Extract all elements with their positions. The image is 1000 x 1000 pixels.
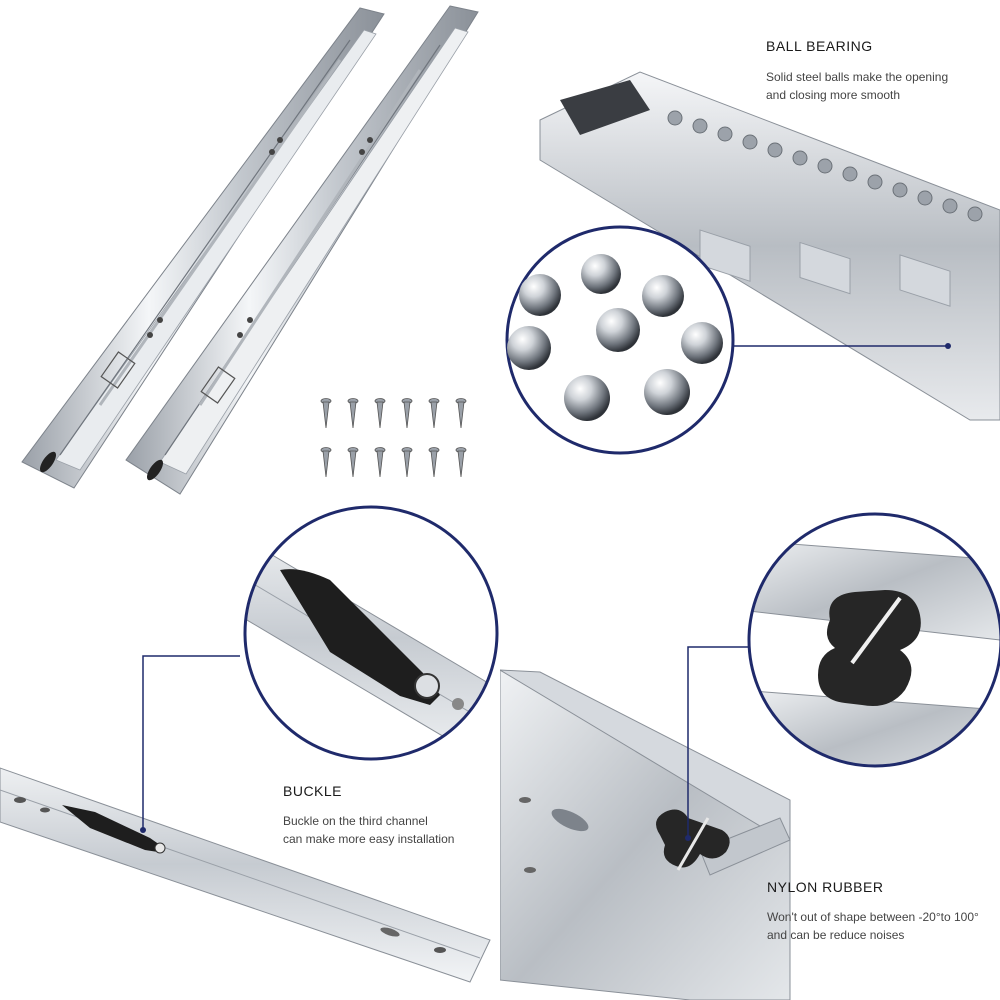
screw-icon	[347, 398, 359, 429]
buckle-description: Buckle on the third channel can make mor…	[283, 812, 454, 848]
nylon-rubber-description: Won't out of shape between -20°to 100° a…	[767, 908, 979, 944]
screw-icon	[455, 447, 467, 478]
slide-rails-illustration	[21, 5, 479, 495]
screw-icon	[320, 398, 332, 429]
nylon-rubber-panel: NYLON RUBBER Won't out of shape between …	[500, 500, 1000, 1000]
ball-bearing-desc-line: Solid steel balls make the opening	[766, 70, 949, 84]
screw-icon	[428, 398, 440, 429]
ball-bearing-panel: BALL BEARING Solid steel balls make the …	[500, 0, 1000, 500]
rail-end-cap	[560, 80, 650, 135]
nylon-rubber-title: NYLON RUBBER	[767, 879, 884, 895]
steel-ball	[644, 369, 690, 415]
buckle-desc-line: can make more easy installation	[283, 832, 455, 846]
rail-closeup	[0, 767, 491, 983]
screw-icon	[401, 398, 413, 429]
ball-bearing-description: Solid steel balls make the opening and c…	[766, 68, 948, 104]
buckle-title: BUCKLE	[283, 783, 343, 799]
slide-rail-left	[21, 7, 385, 489]
steel-ball	[519, 274, 561, 316]
screw-icon	[320, 447, 332, 478]
magnifier-circle	[243, 505, 499, 761]
steel-ball	[564, 375, 610, 421]
nylon-rubber-part	[656, 809, 730, 868]
slide-rail-right	[125, 5, 479, 495]
ball-bearing-desc-line: and closing more smooth	[766, 88, 901, 102]
bearing-row	[667, 110, 983, 222]
screw-set	[320, 398, 467, 478]
steel-ball	[581, 254, 621, 294]
buckle-desc-line: Buckle on the third channel	[283, 814, 428, 828]
screw-icon	[455, 398, 467, 429]
buckle-panel: BUCKLE Buckle on the third channel can m…	[0, 500, 500, 1000]
steel-ball	[596, 308, 640, 352]
magnifier-circle	[747, 512, 1000, 768]
buckle-part	[62, 805, 160, 852]
nylon-rubber-desc-line: and can be reduce noises	[767, 928, 905, 942]
steel-ball	[507, 326, 551, 370]
screw-icon	[401, 447, 413, 478]
callout-line	[687, 646, 755, 838]
buckle-illustration	[0, 505, 499, 983]
steel-ball	[681, 322, 723, 364]
nylon-rubber-desc-line: Won't out of shape between -20°to 100°	[767, 910, 979, 924]
product-overview-panel	[0, 0, 500, 500]
steel-balls	[507, 254, 723, 421]
ball-bearing-illustration	[505, 71, 1000, 455]
ball-bearing-title: BALL BEARING	[766, 38, 873, 54]
callout-line	[142, 655, 240, 830]
steel-ball	[642, 275, 684, 317]
screw-icon	[347, 447, 359, 478]
screw-icon	[428, 447, 440, 478]
rail-closeup	[539, 71, 1000, 421]
screw-icon	[374, 398, 386, 429]
screw-icon	[374, 447, 386, 478]
nylon-rubber-illustration	[500, 512, 1000, 1000]
